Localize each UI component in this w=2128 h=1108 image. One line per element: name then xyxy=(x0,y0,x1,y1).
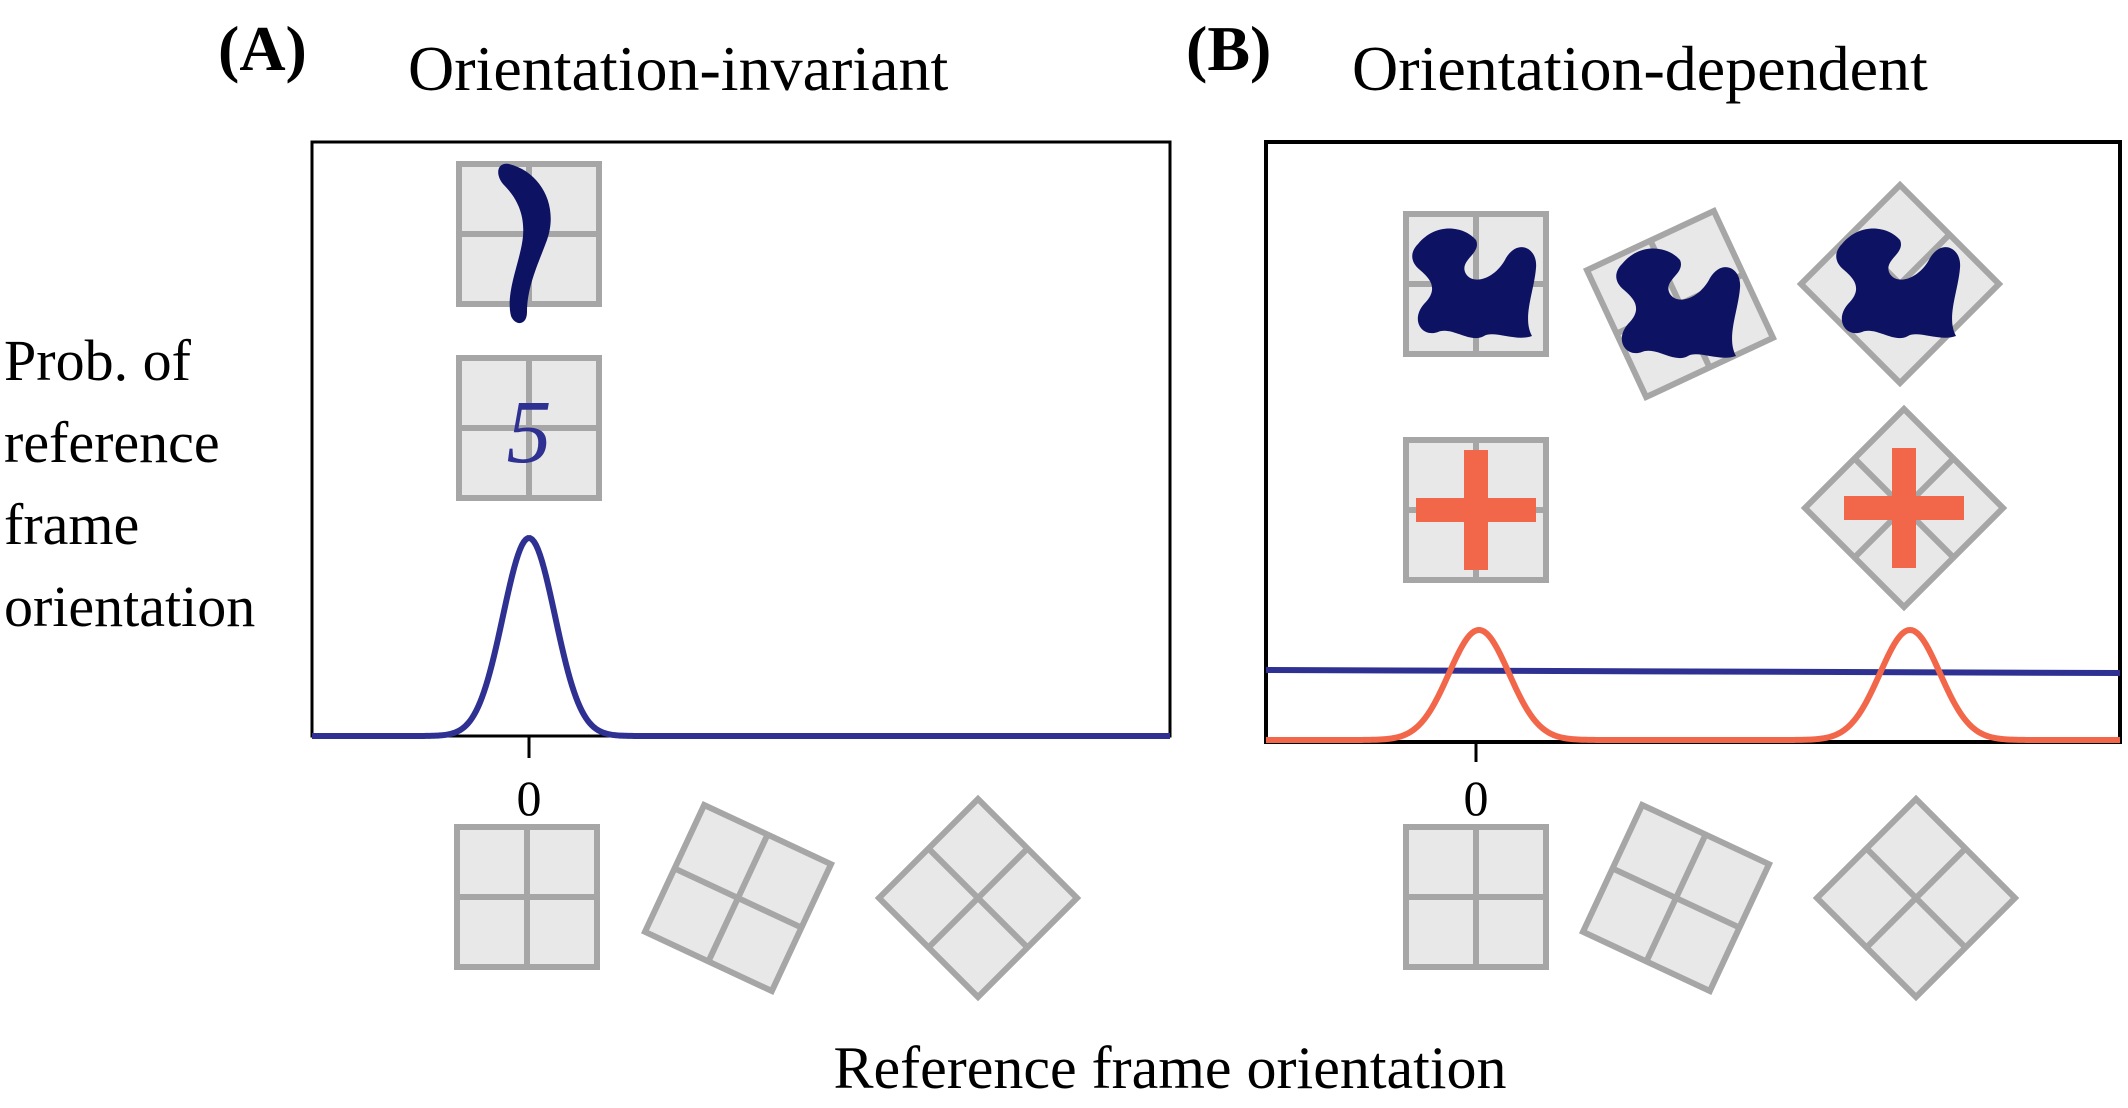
panel-b-frame-45deg xyxy=(1817,799,2015,997)
y-axis-label-line-1: Prob. of xyxy=(4,328,192,393)
panel-b-letter: (B) xyxy=(1186,13,1271,84)
panel-a-plot-box xyxy=(310,140,1172,738)
y-axis-label-line-2: reference xyxy=(4,410,220,475)
panel-a-zero-label: 0 xyxy=(517,770,542,826)
y-axis-label-line-3: frame xyxy=(4,492,139,557)
panel-a-orientation-curve xyxy=(312,535,1170,739)
panel-b-flat-curve xyxy=(1265,667,2121,676)
panel-a-title: Orientation-invariant xyxy=(408,33,948,104)
panel-b-blob-frame-0deg xyxy=(1406,214,1546,354)
panel-b-cross-frame-45deg xyxy=(1805,409,2003,607)
digit-five: 5 xyxy=(507,383,552,482)
curved-shape xyxy=(498,163,551,324)
panel-a-frame-45deg xyxy=(879,799,1077,997)
panel-b-orientation-curve xyxy=(1266,626,2120,743)
x-axis-label: Reference frame orientation xyxy=(834,1035,1507,1101)
panel-a-frame-30deg xyxy=(645,805,831,991)
panel-b-frame-30deg xyxy=(1583,805,1769,991)
panel-b-blob-frame-30deg xyxy=(1587,211,1773,397)
panel-b-zero-label: 0 xyxy=(1464,770,1489,826)
y-axis-label: Prob. of reference frame orientation xyxy=(4,328,255,639)
panel-b-blob-frame-45deg xyxy=(1801,185,1999,383)
panel-a-curved-shape-frame xyxy=(459,163,599,324)
y-axis-label-line-4: orientation xyxy=(4,574,255,639)
panel-b-cross-frame-0deg xyxy=(1406,440,1546,580)
panel-b-frame-0deg xyxy=(1406,827,1546,967)
panel-b-title: Orientation-dependent xyxy=(1352,33,1928,104)
panel-a-frame-0deg xyxy=(457,827,597,967)
panel-a-letter: (A) xyxy=(218,13,307,84)
